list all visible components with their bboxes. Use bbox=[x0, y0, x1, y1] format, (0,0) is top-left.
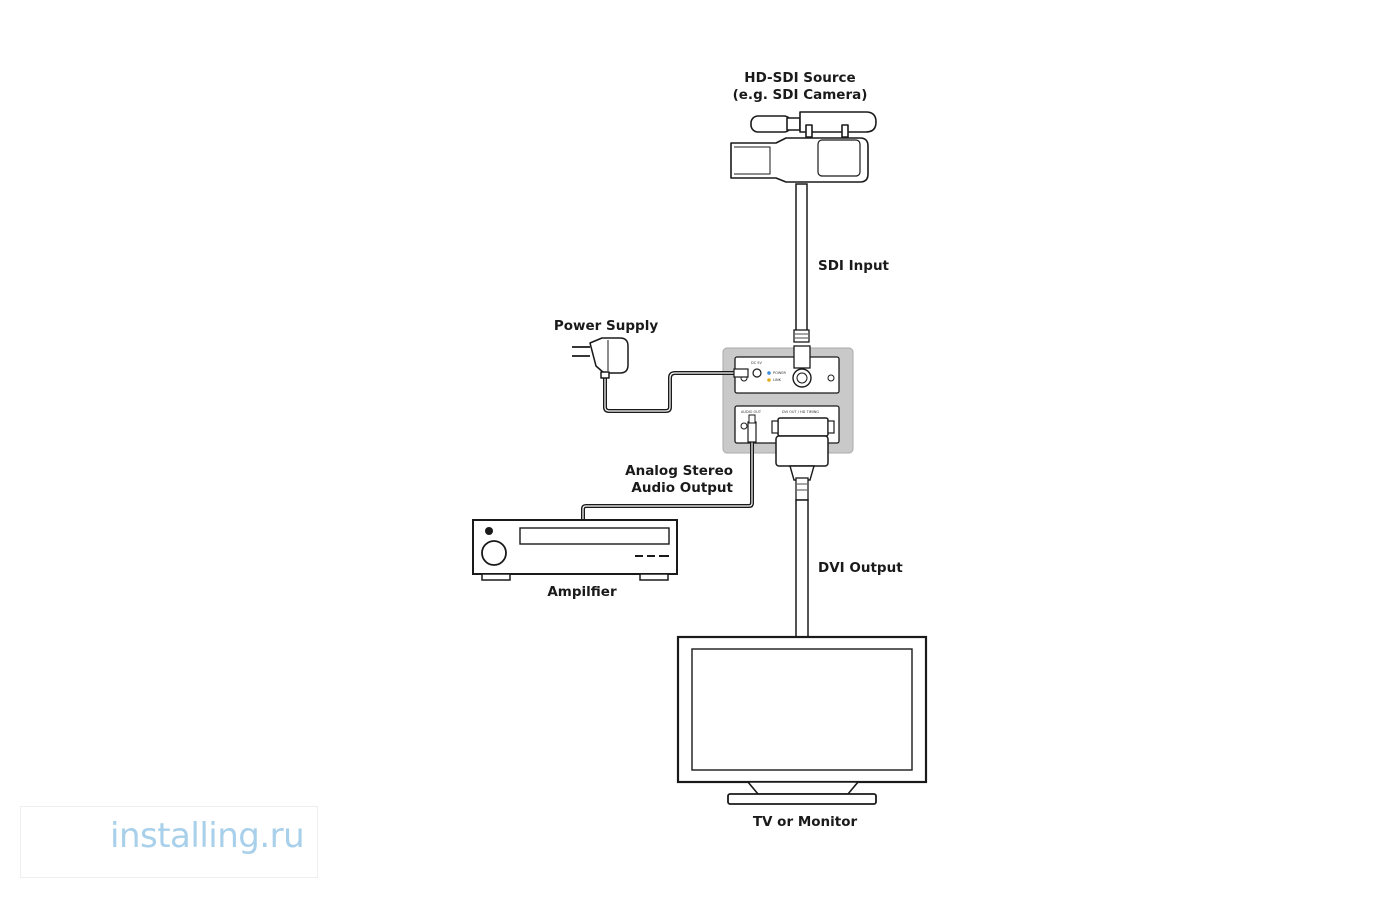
source-label-line1: HD-SDI Source bbox=[744, 70, 856, 86]
sdi-input-label: SDI Input bbox=[818, 258, 890, 274]
audio-out-label: AUDIO OUT bbox=[741, 410, 762, 414]
tv-monitor-label: TV or Monitor bbox=[752, 814, 858, 830]
source-label-line2: (e.g. SDI Camera) bbox=[732, 87, 868, 103]
video-camera-icon bbox=[730, 111, 877, 183]
dvi-out-label: DVI OUT / HD TIMING bbox=[782, 410, 820, 414]
sdi-cable bbox=[793, 183, 810, 343]
dvi-output-label: DVI Output bbox=[818, 560, 903, 576]
power-adapter-icon bbox=[572, 337, 629, 379]
audio-output-label: Analog Stereo Audio Output bbox=[600, 463, 733, 497]
amplifier-label: Ampilfier bbox=[547, 584, 617, 600]
power-led-label: POWER bbox=[773, 371, 786, 375]
link-led-label: LINK bbox=[773, 378, 781, 382]
watermark-text[interactable]: installing.ru bbox=[110, 816, 305, 856]
power-cable bbox=[603, 368, 749, 413]
power-supply-label: Power Supply bbox=[553, 318, 659, 334]
audio-output-line1: Analog Stereo bbox=[625, 463, 733, 479]
audio-cable bbox=[581, 414, 757, 521]
source-label: HD-SDI Source (e.g. SDI Camera) bbox=[720, 70, 880, 104]
dc-label: DC 5V bbox=[751, 361, 762, 365]
watermark-box bbox=[20, 806, 318, 878]
dvi-cable bbox=[771, 417, 835, 639]
tv-monitor-icon bbox=[676, 635, 928, 805]
power-led bbox=[767, 371, 771, 375]
link-led bbox=[767, 378, 771, 382]
audio-output-line2: Audio Output bbox=[631, 480, 733, 496]
amplifier-icon bbox=[472, 519, 678, 581]
